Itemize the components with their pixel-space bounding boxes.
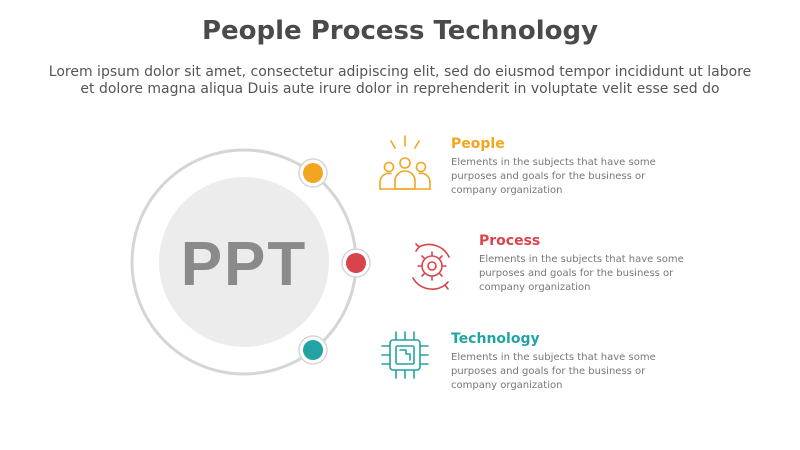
process-node	[341, 248, 371, 278]
people-description: Elements in the subjects that have some …	[451, 156, 661, 198]
technology-node	[298, 335, 328, 365]
technology-title: Technology	[451, 331, 540, 347]
technology-description: Elements in the subjects that have some …	[451, 351, 661, 393]
process-desc-line: company organization	[479, 282, 591, 293]
people-title: People	[451, 136, 505, 152]
gear-cycle-icon	[412, 243, 450, 290]
inner-circle	[159, 177, 329, 347]
technology-desc-line: company organization	[451, 380, 563, 391]
people-desc-line: Elements in the subjects that have some	[451, 157, 656, 168]
technology-desc-line: Elements in the subjects that have some	[451, 352, 656, 363]
people-desc-line: purposes and goals for the business or	[451, 171, 646, 182]
cpu-chip-icon	[381, 331, 429, 379]
technology-desc-line: purposes and goals for the business or	[451, 366, 646, 377]
people-group-icon	[379, 135, 431, 190]
subtitle-line-1: Lorem ipsum dolor sit amet, consectetur …	[48, 64, 752, 80]
process-desc-line: Elements in the subjects that have some	[479, 254, 684, 265]
center-label: PPT	[181, 230, 308, 299]
people-desc-line: company organization	[451, 185, 563, 196]
subtitle-line-2: et dolore magna aliqua Duis aute irure d…	[80, 81, 720, 97]
process-desc-line: purposes and goals for the business or	[479, 268, 674, 279]
process-title: Process	[479, 233, 541, 249]
people-node	[298, 158, 328, 188]
page-title: People Process Technology	[201, 16, 599, 46]
process-description: Elements in the subjects that have some …	[479, 253, 689, 295]
page-subtitle: Lorem ipsum dolor sit amet, consectetur …	[40, 64, 760, 98]
